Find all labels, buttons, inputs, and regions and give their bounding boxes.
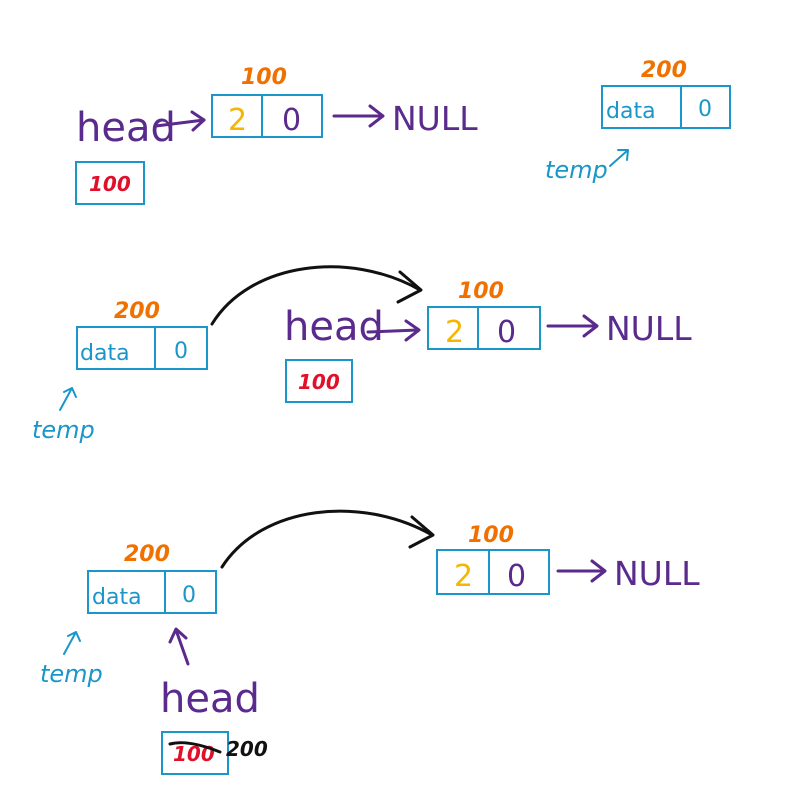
null-label: NULL bbox=[606, 309, 692, 348]
node-box bbox=[436, 549, 550, 595]
head-pointer-value: 100 bbox=[89, 172, 131, 196]
node-data-value: 2 bbox=[445, 315, 464, 350]
arrow-head bbox=[396, 270, 423, 304]
new-node-next-link-arrow bbox=[220, 509, 434, 569]
new-node-address: 200 bbox=[124, 542, 170, 567]
temp-label: temp bbox=[32, 416, 95, 444]
head-pointer-value: 100 bbox=[298, 370, 340, 394]
arrow-head bbox=[582, 314, 599, 338]
new-node-address: 200 bbox=[641, 58, 687, 83]
node-box bbox=[427, 306, 541, 350]
new-node-address: 200 bbox=[114, 299, 160, 324]
node-address: 100 bbox=[468, 523, 514, 548]
strikethrough-mark bbox=[168, 741, 222, 754]
node-data-value: 2 bbox=[228, 103, 247, 138]
head-pointer-box bbox=[75, 161, 145, 205]
temp-label: temp bbox=[40, 660, 103, 688]
node-next-value: 0 bbox=[282, 103, 301, 138]
head-pointer-box bbox=[161, 731, 229, 775]
new-node-box bbox=[76, 326, 208, 370]
head-label: head bbox=[76, 105, 176, 151]
new-node-box bbox=[87, 570, 217, 614]
arrow-head bbox=[408, 515, 435, 549]
arrow-head bbox=[368, 104, 385, 128]
node-box bbox=[211, 94, 323, 138]
arrow-head bbox=[590, 559, 607, 583]
new-node-next-value: 0 bbox=[182, 583, 196, 608]
node-address: 100 bbox=[458, 279, 504, 304]
node-data-value: 2 bbox=[454, 559, 473, 594]
step-3: 200 data 0 100 2 0 NULL temp head 100 20… bbox=[40, 509, 700, 775]
new-node-next-value: 0 bbox=[174, 339, 188, 364]
arrow-head bbox=[404, 319, 421, 342]
head-pointer-new-value: 200 bbox=[226, 737, 268, 761]
node-next-value: 0 bbox=[497, 315, 516, 350]
step-1: head 100 2 0 NULL 100 200 data 0 temp bbox=[75, 58, 731, 205]
new-node-data-label: data bbox=[80, 341, 130, 366]
new-node-box bbox=[601, 85, 731, 129]
head-pointer-box bbox=[285, 359, 353, 403]
node-address: 100 bbox=[241, 65, 287, 90]
new-node-data-label: data bbox=[92, 585, 142, 610]
null-label: NULL bbox=[614, 554, 700, 593]
head-to-new-node-arrow bbox=[174, 628, 190, 666]
head-to-node-arrow bbox=[154, 118, 206, 128]
step-2: 200 data 0 temp head 100 100 2 0 NULL bbox=[32, 265, 692, 444]
temp-label: temp bbox=[545, 156, 608, 184]
new-node-next-value: 0 bbox=[698, 97, 712, 122]
arrow-head bbox=[168, 627, 188, 644]
temp-arrow bbox=[63, 631, 81, 655]
temp-arrow bbox=[59, 387, 77, 411]
head-label: head bbox=[284, 304, 384, 350]
temp-arrow bbox=[609, 149, 629, 167]
head-to-node-arrow bbox=[366, 328, 420, 334]
node-next-value: 0 bbox=[507, 559, 526, 594]
arrow-head bbox=[190, 110, 206, 132]
new-node-data-label: data bbox=[606, 99, 656, 124]
null-label: NULL bbox=[392, 99, 478, 138]
head-pointer-old-value: 100 bbox=[173, 742, 215, 766]
new-node-next-link-arrow bbox=[210, 265, 422, 326]
head-label: head bbox=[160, 676, 260, 722]
